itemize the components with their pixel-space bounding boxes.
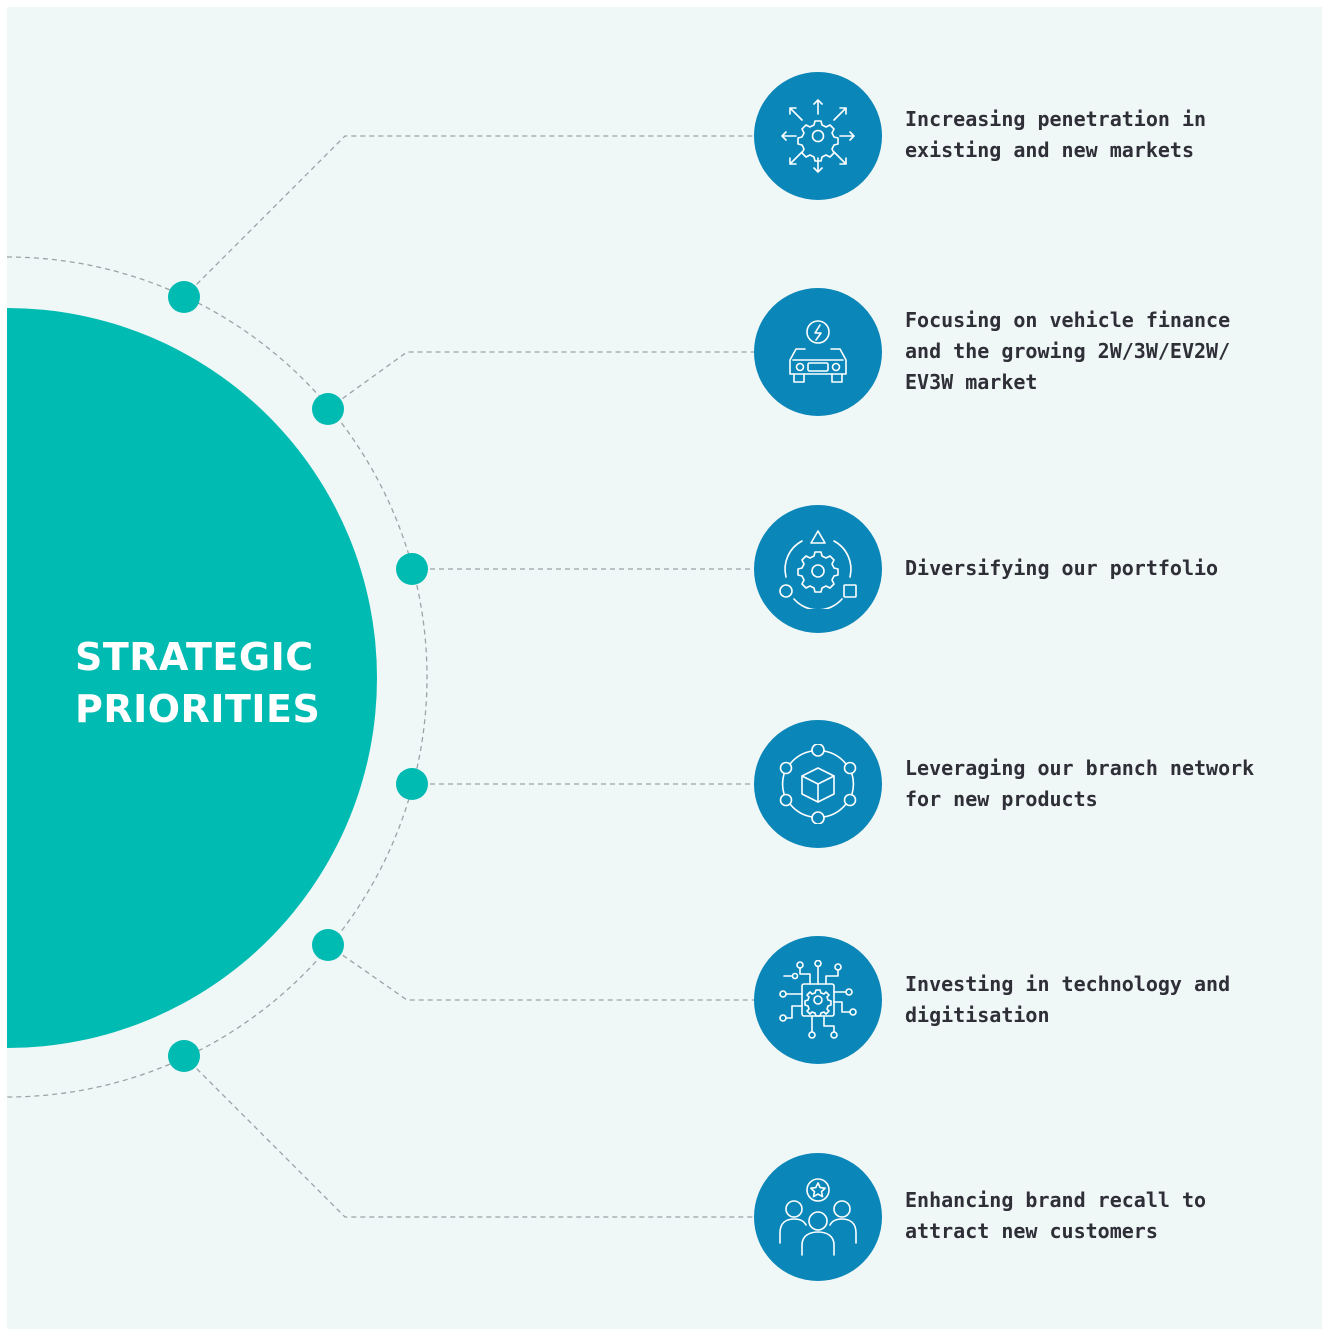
- connector-line: [327, 351, 755, 410]
- priority-icon-badge: [754, 1153, 882, 1281]
- priority-label: Focusing on vehicle finance and the grow…: [905, 305, 1305, 398]
- priority-label-line: Focusing on vehicle finance: [905, 308, 1231, 332]
- orbit-dot: [312, 929, 344, 961]
- connector-lines: [7, 135, 755, 1218]
- priority-label: Investing in technology and digitisation: [905, 969, 1305, 1031]
- strategic-priorities-panel: STRATEGIC PRIORITIES Increasing penetrat…: [7, 7, 1322, 1329]
- priority-icon-badge: [754, 936, 882, 1064]
- priority-label-line: EV3W market: [905, 370, 1038, 394]
- electric-vehicle-icon: [789, 320, 847, 383]
- priority-icon-badge: [754, 505, 882, 633]
- priority-label-line: and the growing 2W/3W/EV2W/: [905, 339, 1231, 363]
- priority-label-line: Diversifying our portfolio: [905, 556, 1219, 580]
- priority-icon-badge: [754, 720, 882, 848]
- priority-label-line: Increasing penetration in: [905, 107, 1207, 131]
- priority-label-line: existing and new markets: [905, 138, 1194, 162]
- title-line: PRIORITIES: [75, 687, 321, 731]
- orbit-arc: [7, 256, 428, 1098]
- priority-label-line: attract new customers: [905, 1219, 1158, 1243]
- priority-icon-badge: [754, 288, 882, 416]
- orbit-dot: [312, 393, 344, 425]
- priority-label: Leveraging our branch network for new pr…: [905, 753, 1305, 815]
- priority-icon-badge: [754, 72, 882, 200]
- priority-label: Diversifying our portfolio: [905, 553, 1305, 584]
- orbit-dot: [168, 1040, 200, 1072]
- chip-circuit-icon: [779, 960, 857, 1039]
- orbit-dot: [396, 768, 428, 800]
- priority-label-line: Investing in technology and: [905, 972, 1231, 996]
- orbit-dot: [168, 281, 200, 313]
- diagram-title: STRATEGIC PRIORITIES: [75, 631, 355, 735]
- gear-shapes-cycle-icon: [779, 530, 857, 609]
- priority-label: Enhancing brand recall to attract new cu…: [905, 1185, 1305, 1247]
- priority-label-line: for new products: [905, 787, 1098, 811]
- title-line: STRATEGIC: [75, 635, 314, 679]
- network-cube-icon: [779, 744, 857, 824]
- connector-line: [183, 1055, 755, 1218]
- people-star-icon: [779, 1178, 857, 1256]
- gear-expansion-icon: [781, 99, 855, 173]
- priority-label-line: Enhancing brand recall to: [905, 1188, 1207, 1212]
- priority-label-line: digitisation: [905, 1003, 1050, 1027]
- orbit-dot: [396, 553, 428, 585]
- connector-line: [327, 944, 755, 1001]
- priority-label: Increasing penetration in existing and n…: [905, 104, 1305, 166]
- priority-label-line: Leveraging our branch network: [905, 756, 1255, 780]
- connector-line: [183, 135, 755, 298]
